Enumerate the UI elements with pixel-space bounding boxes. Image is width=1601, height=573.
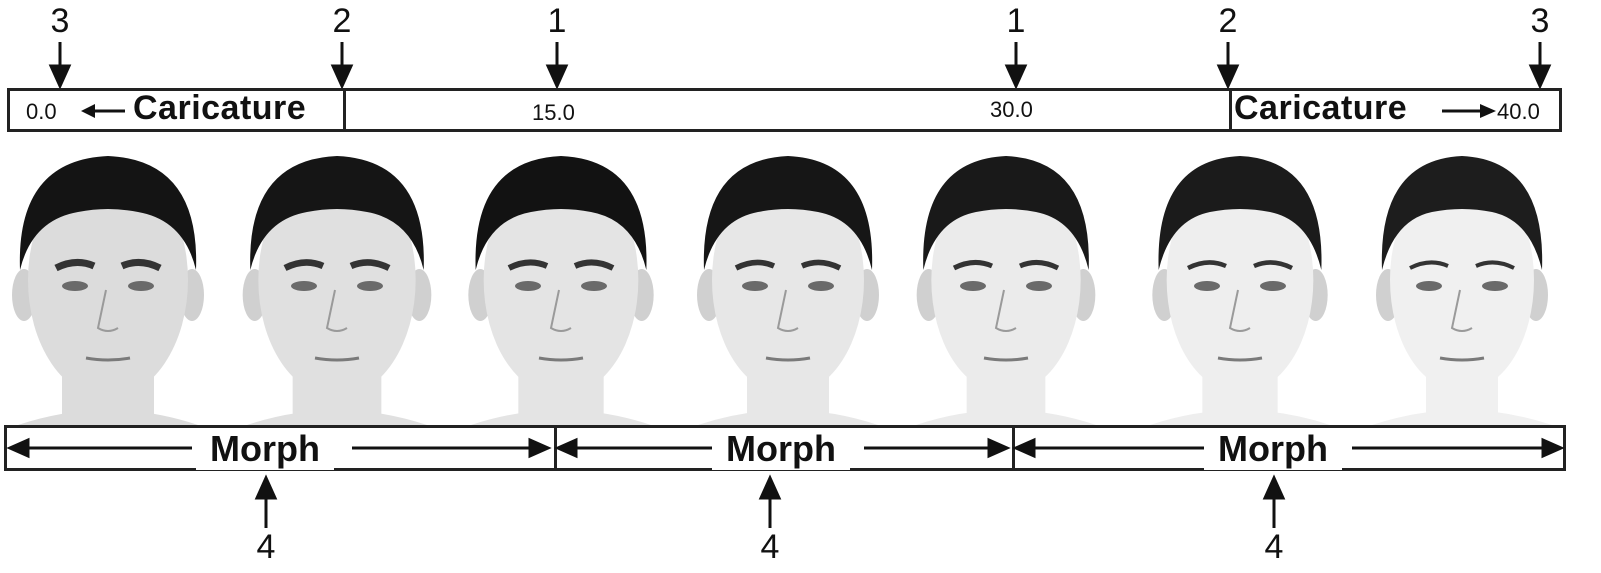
scale-value-40: 40.0	[1497, 99, 1540, 125]
scale-value-15: 15.0	[532, 100, 575, 126]
caricature-label-left: Caricature	[133, 89, 306, 128]
face-image	[12, 156, 204, 425]
caricature-label-right: Caricature	[1234, 89, 1407, 128]
marker-4-middle: 4	[750, 530, 790, 564]
marker-4-right: 4	[1254, 530, 1294, 564]
face-image	[1372, 156, 1552, 425]
arrow-left-icon	[79, 101, 129, 121]
face-image	[468, 156, 653, 425]
face-image	[243, 156, 432, 425]
top-arrows	[0, 0, 1601, 92]
scale-divider-right	[1229, 91, 1232, 129]
face-image	[916, 156, 1096, 425]
morph-label-1: Morph	[196, 428, 334, 470]
face-morph-sequence	[0, 150, 1601, 425]
scale-value-30: 30.0	[990, 97, 1033, 123]
arrow-right-icon	[1440, 101, 1500, 121]
face-image	[1150, 156, 1330, 425]
morph-label-3: Morph	[1204, 428, 1342, 470]
scale-value-0: 0.0	[26, 99, 57, 125]
morph-label-2: Morph	[712, 428, 850, 470]
bottom-arrows	[0, 470, 1601, 530]
face-image	[697, 156, 879, 425]
marker-4-left: 4	[246, 530, 286, 564]
scale-divider-left	[343, 91, 346, 129]
